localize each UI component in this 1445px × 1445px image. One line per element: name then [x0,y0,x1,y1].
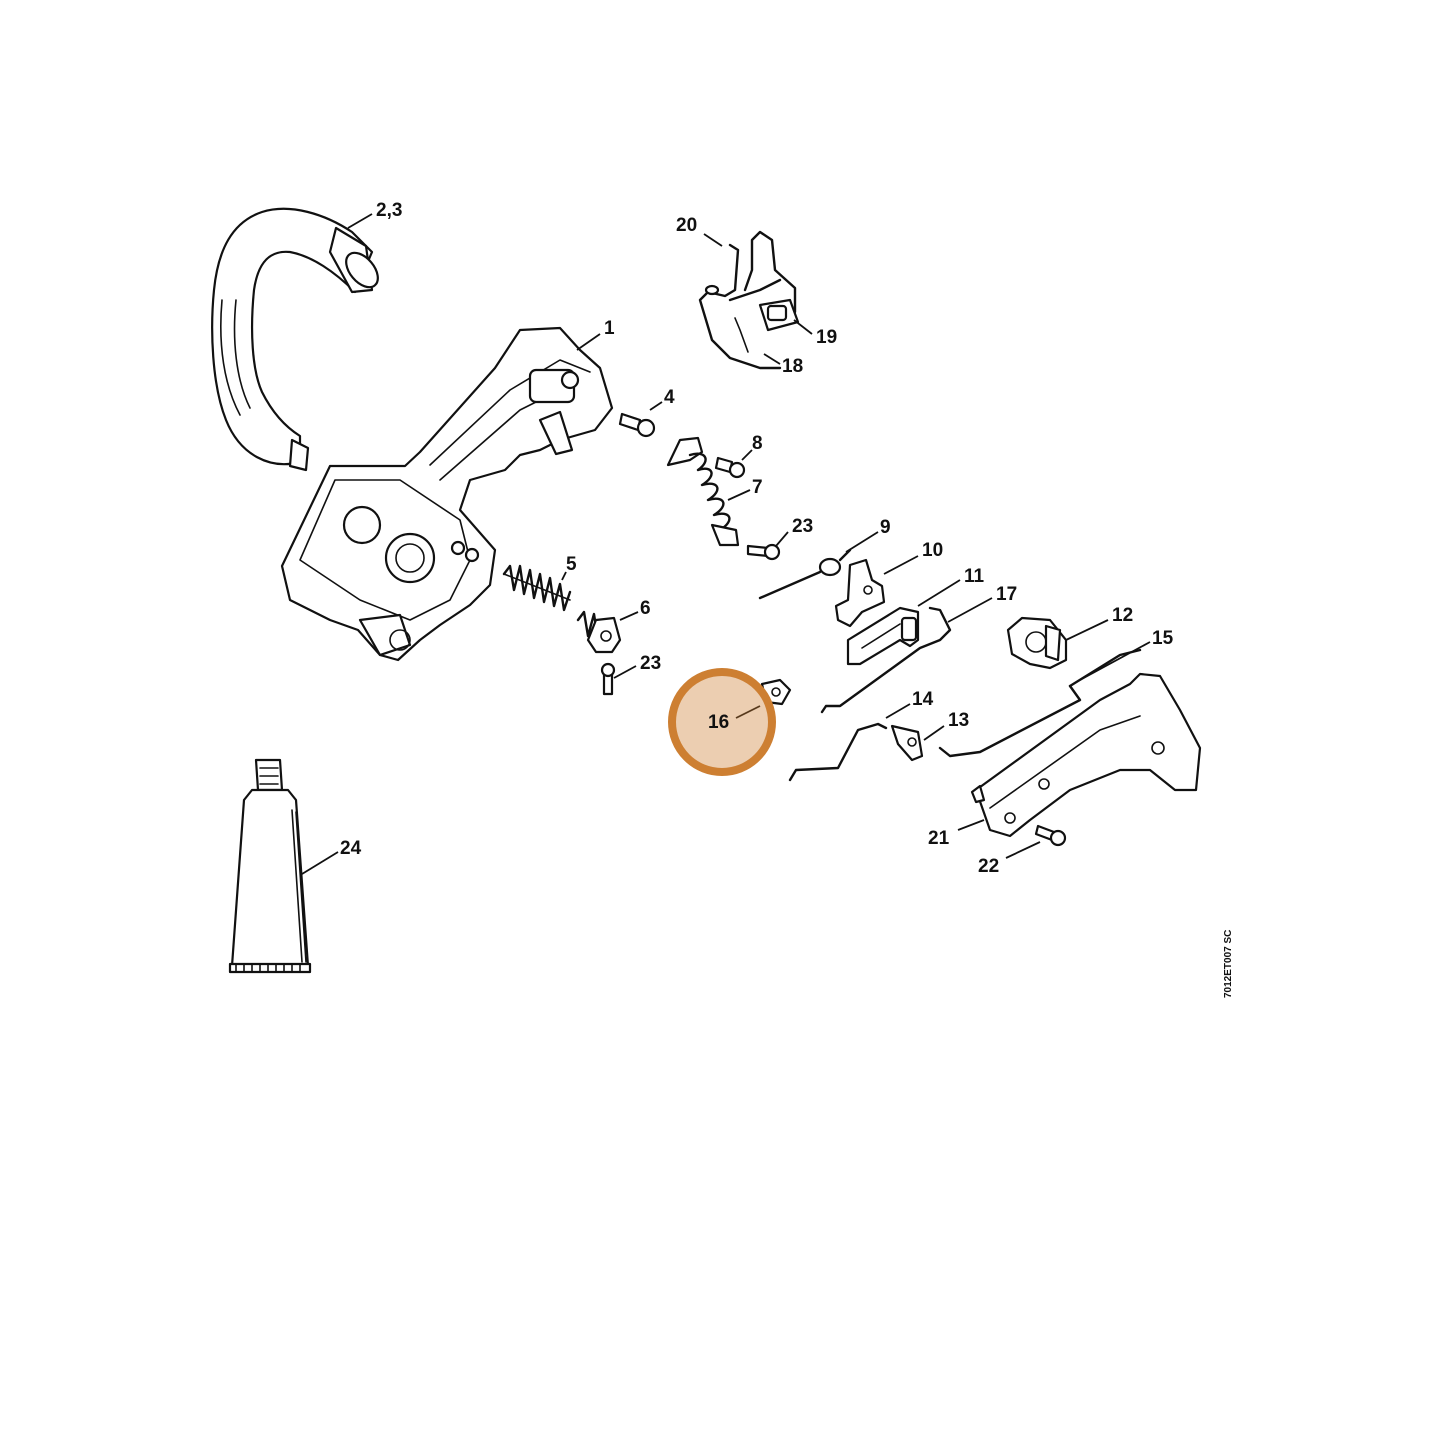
part-torsion-spring-9 [758,548,852,600]
callout-23-upper: 23 [792,516,813,537]
callout-12: 12 [1112,605,1133,626]
part-lever-11 [846,606,920,666]
callout-9: 9 [880,517,891,538]
part-screw-22 [1034,824,1067,847]
part-screw-23-upper [746,543,781,561]
callout-16: 16 [708,712,729,733]
callout-14: 14 [912,689,934,710]
callout-24: 24 [340,838,362,859]
part-wiring-harness [698,230,800,370]
drawing-number: 7012ET007 SC [1223,930,1234,998]
callout-17: 17 [996,584,1017,605]
part-handle-housing [280,326,614,662]
part-trigger-10 [834,558,886,628]
part-rod-17 [820,606,952,714]
callout-13: 13 [948,710,969,731]
callout-23-lower: 23 [640,653,661,674]
callout-7: 7 [752,477,763,498]
part-screw-4 [618,412,656,438]
highlight-circle [668,668,776,776]
callout-22: 22 [978,856,999,877]
callout-1: 1 [604,318,615,339]
part-lever-13 [890,724,924,762]
callout-11: 11 [964,566,985,587]
callout-20: 20 [676,215,697,236]
part-switch-12 [1006,616,1068,670]
callout-6: 6 [640,598,651,619]
part-screw-23-lower [600,662,616,696]
callout-18: 18 [782,356,803,377]
part-spring-7 [666,436,746,547]
callout-15: 15 [1152,628,1174,649]
callout-2-3: 2,3 [376,200,402,221]
callout-10: 10 [922,540,943,561]
leader-lines [301,213,1151,875]
part-handle-cover-21 [970,672,1202,838]
part-rod-14 [788,722,888,782]
part-grease-tube-24 [228,758,312,974]
callout-19: 19 [816,327,837,348]
callout-21: 21 [928,828,950,849]
callout-5: 5 [566,554,577,575]
callout-labels: 2,3 20 1 19 18 4 8 7 23 9 10 5 11 17 6 1… [340,200,1174,877]
part-holder-6 [576,610,622,654]
callout-8: 8 [752,433,763,454]
part-spring-5 [502,564,572,612]
callout-4: 4 [664,387,675,408]
part-handlebar [211,207,379,472]
